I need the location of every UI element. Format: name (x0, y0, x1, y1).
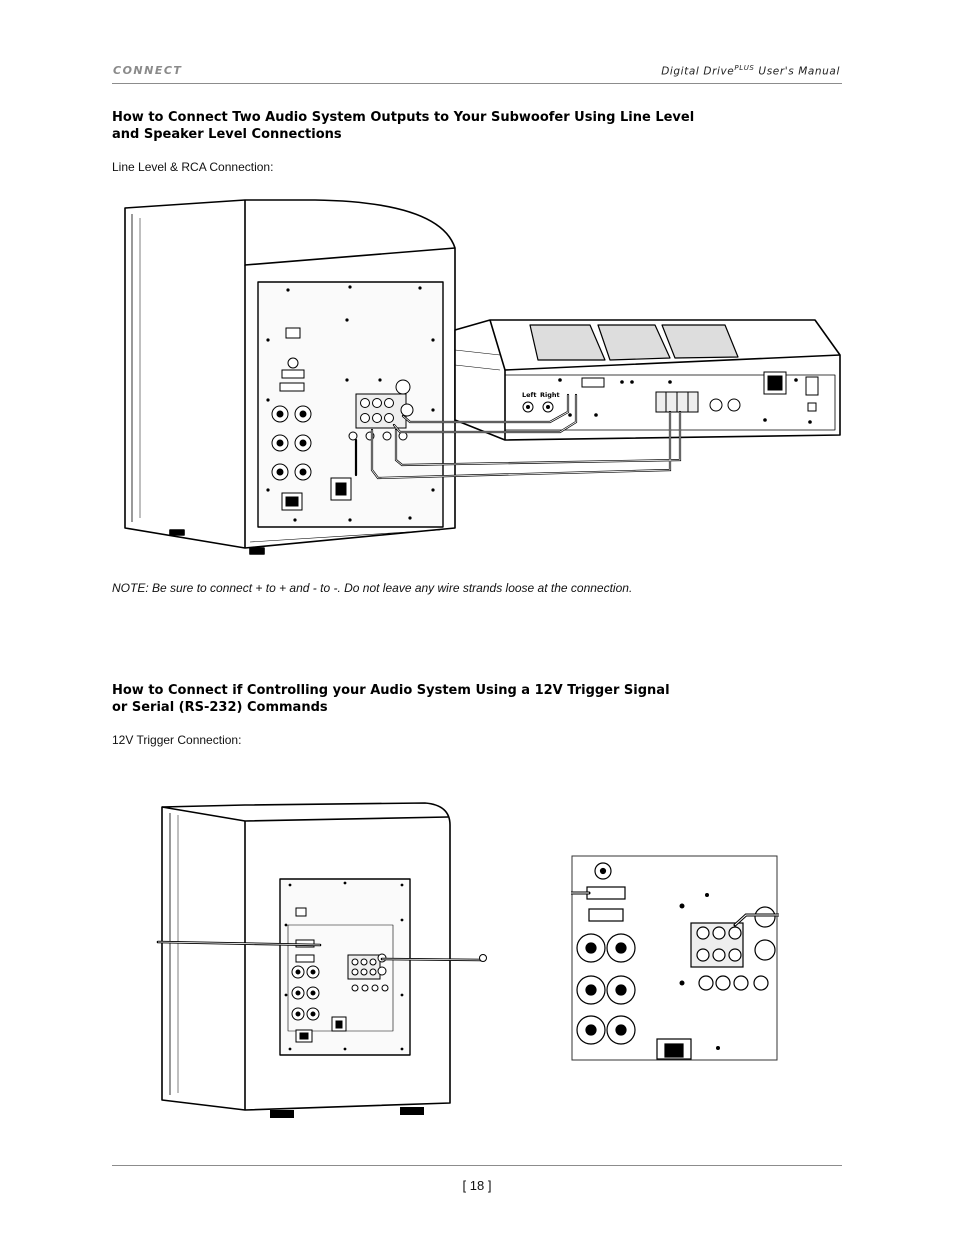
amp-label-right: Right (540, 391, 560, 399)
footer-rule (112, 1165, 842, 1166)
trigger-connection-subwoofer-figure (156, 802, 487, 1118)
manual-title-prefix: Digital Drive (661, 65, 735, 78)
section2-caption: 12V Trigger Connection: (112, 733, 242, 747)
section2-heading-line2: or Serial (RS-232) Commands (112, 700, 328, 715)
line-level-connection-figure: Left Right (124, 199, 841, 555)
section2-heading-line1: How to Connect if Controlling your Audio… (112, 683, 670, 698)
amp-label-left: Left (522, 391, 537, 399)
header-rule (112, 83, 842, 84)
manual-title: Digital DrivePLUS User's Manual (661, 64, 840, 78)
page-number: [ 18 ] (462, 1178, 492, 1193)
section1-heading-line2: and Speaker Level Connections (112, 127, 342, 142)
section1-note: NOTE: Be sure to connect + to + and - to… (112, 581, 633, 595)
section1-heading-line1: How to Connect Two Audio System Outputs … (112, 110, 695, 125)
section-label: CONNECT (113, 64, 183, 77)
manual-title-sup: PLUS (734, 64, 755, 72)
section1-heading: How to Connect Two Audio System Outputs … (112, 109, 732, 143)
section1-caption: Line Level & RCA Connection: (112, 160, 274, 174)
manual-title-suffix: User's Manual (754, 65, 840, 78)
section2-heading: How to Connect if Controlling your Audio… (112, 682, 732, 716)
trigger-connection-detail-figure (571, 855, 779, 1061)
